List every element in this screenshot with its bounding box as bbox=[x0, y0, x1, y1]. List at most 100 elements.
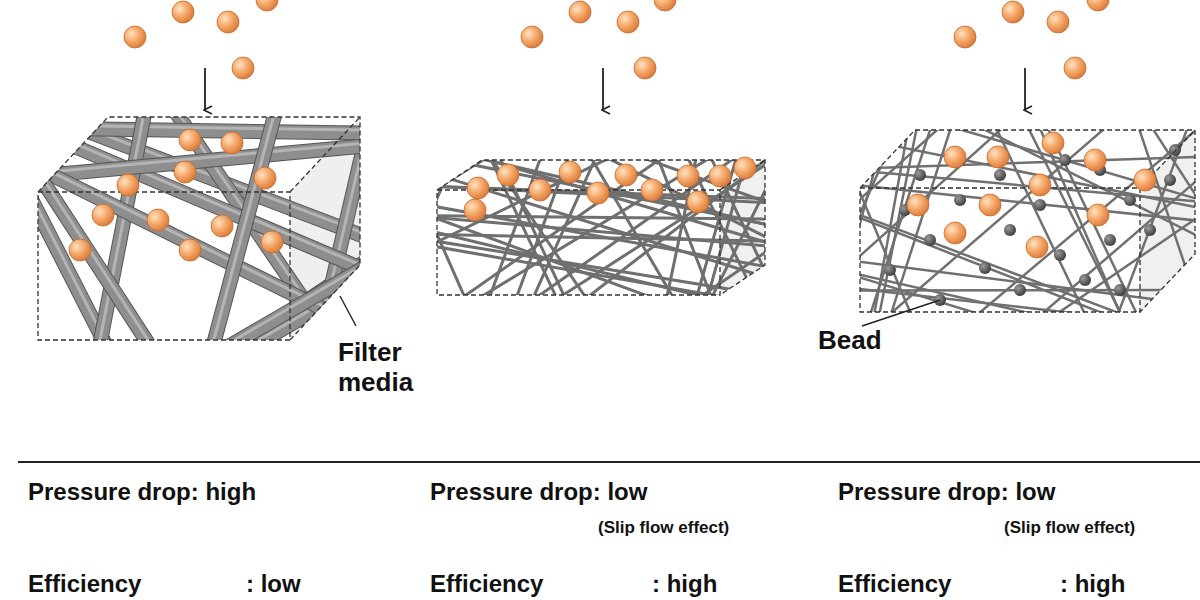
part-label: Filter media bbox=[338, 338, 458, 398]
fiber bbox=[191, 128, 942, 404]
bead bbox=[1104, 234, 1116, 246]
fiber bbox=[304, 1, 958, 462]
particle bbox=[1084, 149, 1106, 171]
particle bbox=[709, 165, 731, 187]
fiber bbox=[693, 168, 1200, 251]
particle bbox=[147, 209, 169, 231]
fiber bbox=[541, 93, 1200, 386]
particle bbox=[467, 177, 489, 199]
fiber bbox=[479, 62, 1200, 221]
particle bbox=[254, 167, 276, 189]
fiber bbox=[603, 0, 1198, 487]
particle bbox=[117, 174, 139, 196]
particle bbox=[641, 179, 663, 201]
particle bbox=[559, 161, 581, 183]
particle bbox=[256, 0, 278, 11]
fiber bbox=[0, 105, 628, 459]
particle bbox=[1134, 169, 1156, 191]
fiber bbox=[199, 164, 986, 307]
leader-line bbox=[340, 296, 356, 326]
fiber bbox=[0, 127, 758, 139]
fiber bbox=[299, 130, 1083, 289]
particle bbox=[587, 182, 609, 204]
fiber bbox=[816, 0, 960, 600]
fiber bbox=[608, 230, 1200, 331]
particle bbox=[617, 11, 639, 33]
particle bbox=[1064, 57, 1086, 79]
particle bbox=[569, 1, 591, 23]
fiber bbox=[0, 105, 628, 459]
note-text: (Slip flow effect) bbox=[1004, 518, 1135, 538]
fiber bbox=[530, 176, 1200, 410]
fiber bbox=[662, 0, 1200, 511]
fiber bbox=[620, 221, 1200, 397]
particle bbox=[944, 222, 966, 244]
particle bbox=[174, 161, 196, 183]
flow-arrow bbox=[205, 68, 1025, 110]
particle bbox=[92, 204, 114, 226]
thick-fibers bbox=[0, 0, 758, 600]
fiber bbox=[973, 0, 1200, 523]
bead bbox=[1054, 249, 1066, 261]
particle bbox=[1087, 204, 1109, 226]
fiber bbox=[128, 159, 906, 346]
fiber bbox=[521, 0, 808, 548]
bead bbox=[1144, 224, 1156, 236]
fiber bbox=[309, 0, 759, 552]
bead bbox=[979, 262, 991, 274]
fiber bbox=[884, 0, 1200, 504]
fiber bbox=[672, 144, 1200, 427]
bead bbox=[1014, 284, 1026, 296]
fiber bbox=[366, 59, 1119, 329]
property-name: Efficiency bbox=[28, 570, 141, 598]
thin-fibers bbox=[479, 0, 1200, 600]
particle bbox=[687, 191, 709, 213]
fiber bbox=[750, 0, 1200, 506]
property-value: : low bbox=[246, 570, 301, 598]
bead bbox=[884, 264, 896, 276]
particle bbox=[232, 57, 254, 79]
bead bbox=[1059, 154, 1071, 166]
fiber bbox=[0, 103, 647, 506]
fiber-highlight bbox=[0, 113, 695, 186]
particle bbox=[124, 26, 146, 48]
particle bbox=[979, 194, 1001, 216]
fiber bbox=[390, 0, 1024, 449]
beads bbox=[884, 144, 1181, 306]
fiber bbox=[809, 42, 1200, 399]
particle bbox=[1026, 236, 1048, 258]
particles bbox=[69, 0, 1156, 261]
particle bbox=[1029, 174, 1051, 196]
particle bbox=[217, 11, 239, 33]
fiber bbox=[0, 116, 695, 189]
bead bbox=[1004, 224, 1016, 236]
fiber-highlight bbox=[29, 0, 181, 600]
note-text: (Slip flow effect) bbox=[598, 518, 729, 538]
particle bbox=[521, 26, 543, 48]
bead bbox=[1124, 194, 1136, 206]
fiber-highlight bbox=[0, 102, 628, 456]
fiber-highlight bbox=[268, 0, 449, 553]
bead bbox=[954, 194, 966, 206]
particle bbox=[1042, 132, 1064, 154]
particle bbox=[734, 157, 756, 179]
particle bbox=[615, 164, 637, 186]
particle bbox=[944, 146, 966, 168]
fiber-highlight bbox=[0, 41, 605, 325]
particle bbox=[261, 231, 283, 253]
property-value: : high bbox=[652, 570, 717, 598]
fiber bbox=[828, 112, 1200, 489]
fiber bbox=[980, 0, 1200, 600]
particle bbox=[1087, 0, 1109, 11]
particle bbox=[954, 26, 976, 48]
particle bbox=[634, 57, 656, 79]
part-label: Bead bbox=[818, 326, 882, 356]
fiber bbox=[295, 0, 617, 600]
bead bbox=[994, 169, 1006, 181]
leader-line bbox=[862, 300, 940, 326]
fiber bbox=[891, 0, 1200, 600]
fiber bbox=[635, 263, 1200, 353]
fiber bbox=[268, 0, 449, 556]
particle bbox=[211, 215, 233, 237]
particle bbox=[179, 129, 201, 151]
